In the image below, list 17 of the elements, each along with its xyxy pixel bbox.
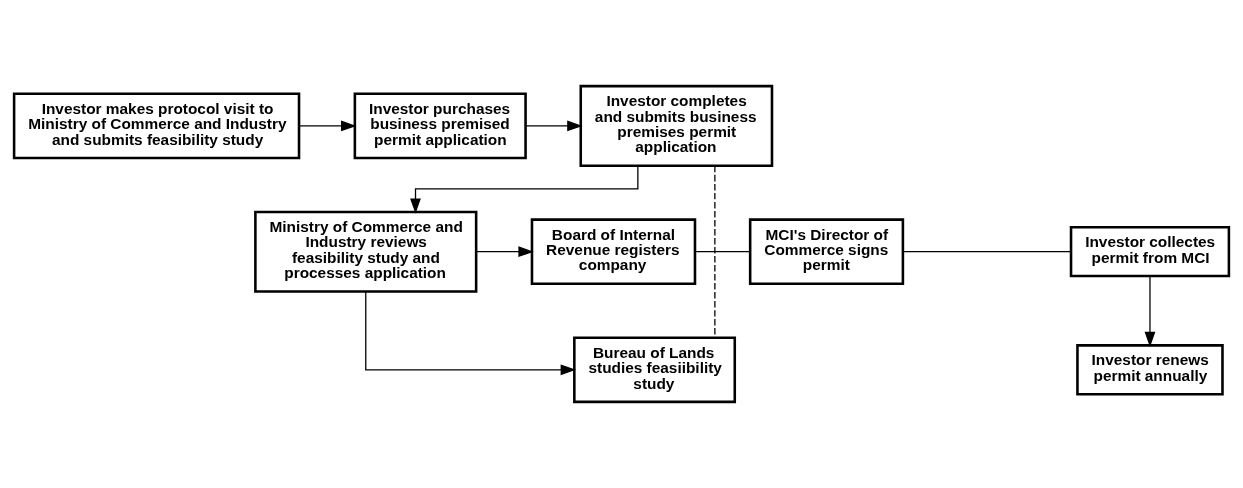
node-box: Bureau of Lands studies feasiibility study (573, 336, 737, 404)
node-box: Investor renews permit annually (1076, 344, 1224, 396)
node-box: Ministry of Commerce and Industry reviews feasibility study and processes application (254, 210, 478, 293)
node-box: Investor completes and submits business premises permit application (579, 84, 774, 167)
arrow (1144, 275, 1156, 348)
arrow (525, 120, 583, 132)
connector (694, 251, 751, 253)
node-box: Board of Internal Revenue registers company (530, 218, 697, 286)
arrow (365, 291, 577, 376)
node-box: Investor purchases business premised permit application (353, 92, 527, 160)
node-box: Investor makes protocol visit to Ministry of Commerce and Industry and submits feasibility study (12, 92, 301, 160)
arrow (475, 246, 534, 258)
arrow (410, 165, 639, 214)
node-box: Investor collectes permit from MCI (1069, 226, 1231, 278)
arrow (298, 120, 357, 132)
node-box: MCI's Director of Commerce signs permit (748, 218, 905, 286)
connector (902, 251, 1072, 253)
